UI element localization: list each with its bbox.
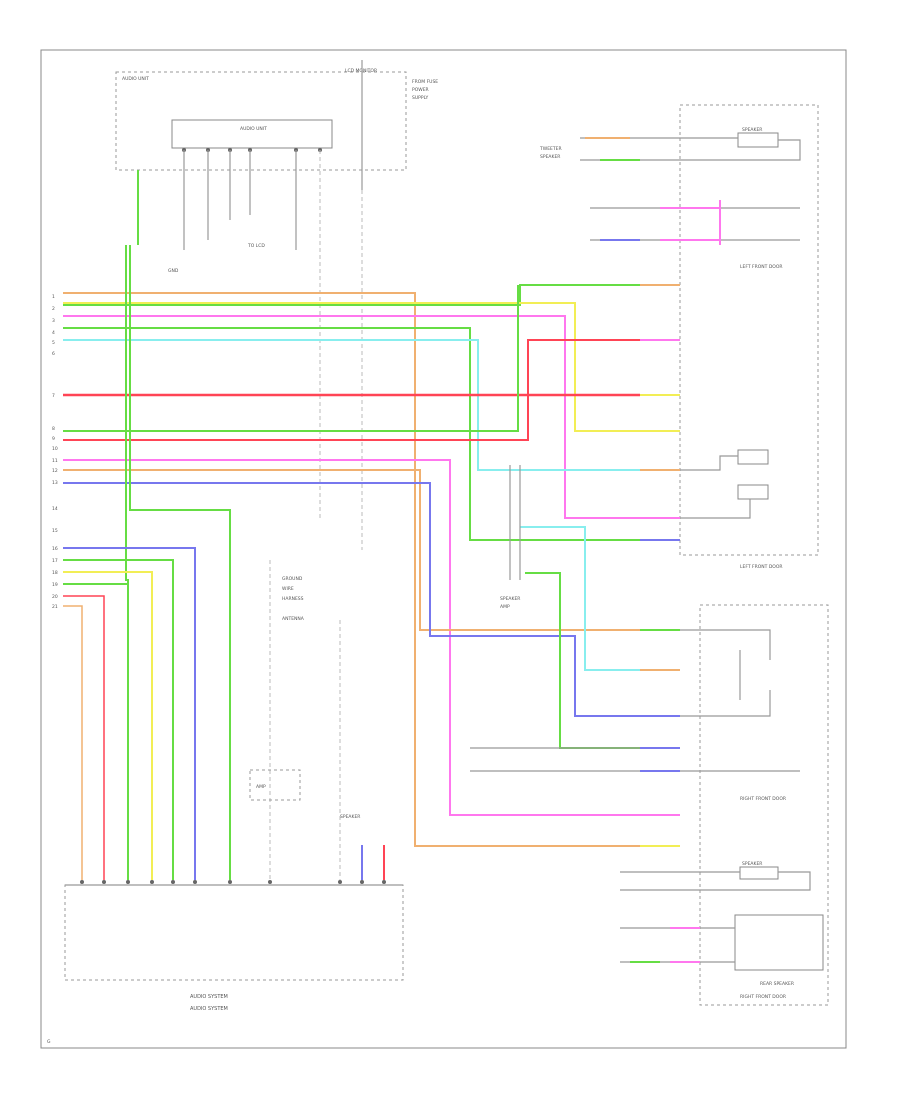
left-lower-note: SPEAKER: [340, 814, 360, 820]
svg-text:16: 16: [52, 546, 58, 552]
svg-text:12: 12: [52, 468, 58, 474]
bottom-left-code: G: [47, 1039, 51, 1045]
svg-text:15: 15: [52, 528, 58, 534]
svg-text:7: 7: [52, 393, 55, 399]
right-front-door-label: LEFT FRONT DOOR: [740, 564, 783, 570]
svg-text:10: 10: [52, 446, 58, 452]
bottom-center-label-2: AUDIO SYSTEM: [190, 1006, 228, 1012]
top-audio-unit: AUDIO UNIT AUDIO UNIT FROM FUSE POWER SU…: [115, 60, 438, 550]
comp-speaker-2: SPEAKER: [742, 861, 762, 867]
top-left-box-label: AUDIO UNIT: [122, 76, 149, 82]
svg-text:19: 19: [52, 582, 58, 588]
left-front-door-label: LEFT FRONT DOOR: [740, 264, 783, 270]
outer-frame: [40, 49, 847, 1049]
svg-text:13: 13: [52, 480, 58, 486]
svg-text:11: 11: [52, 458, 58, 464]
svg-text:TO LCD: TO LCD: [247, 243, 265, 249]
svg-text:20: 20: [52, 594, 58, 600]
center-note: GROUND: [282, 576, 303, 582]
top-center-box-label: LCD MONITOR: [345, 68, 377, 74]
svg-text:WIRE: WIRE: [282, 586, 294, 592]
svg-text:18: 18: [52, 570, 58, 576]
svg-text:2: 2: [52, 306, 55, 312]
svg-text:5: 5: [52, 340, 55, 346]
small-box-label: AMP: [256, 784, 266, 790]
svg-text:SUPPLY: SUPPLY: [412, 95, 428, 101]
svg-text:9: 9: [52, 436, 55, 442]
top-middle-note: SPEAKER: [500, 596, 520, 602]
svg-text:POWER: POWER: [412, 87, 429, 93]
svg-text:14: 14: [52, 506, 58, 512]
svg-text:6: 6: [52, 351, 55, 357]
svg-text:GND: GND: [168, 268, 179, 274]
svg-text:HARNESS: HARNESS: [282, 596, 304, 602]
svg-text:AMP: AMP: [500, 604, 510, 610]
top-mid-label: AUDIO UNIT: [240, 126, 267, 132]
bottom-right-label: RIGHT FRONT DOOR: [740, 994, 786, 1000]
svg-text:TWEETER: TWEETER: [539, 146, 562, 152]
comp-speaker-1: SPEAKER: [742, 127, 762, 133]
wire-bundle: [63, 170, 640, 880]
left-pin-labels: 1 2 3 4 5 6 7 8 9 10 11 12 13 14 15 16 1…: [52, 294, 58, 610]
svg-text:1: 1: [52, 294, 55, 300]
right-connector-stubs: [585, 137, 680, 847]
rear-speaker-label: REAR SPEAKER: [760, 981, 794, 987]
top-right-note: FROM FUSE: [412, 79, 438, 85]
bottom-center-label-1: AUDIO SYSTEM: [190, 994, 228, 1000]
svg-text:8: 8: [52, 426, 55, 432]
right-rear-door-label: RIGHT FRONT DOOR: [740, 796, 786, 802]
svg-text:21: 21: [52, 604, 58, 610]
svg-text:17: 17: [52, 558, 58, 564]
right-components: SPEAKER TWEETER SPEAKER LEFT FRONT DOOR …: [470, 104, 829, 1006]
lower-left-wires: [63, 547, 196, 880]
svg-text:4: 4: [52, 330, 55, 336]
svg-text:SPEAKER: SPEAKER: [540, 154, 560, 160]
center-note2: ANTENNA: [282, 616, 305, 622]
svg-text:3: 3: [52, 318, 55, 324]
center-components: AMP GROUND WIRE HARNESS ANTENNA SPEAKER …: [249, 465, 521, 880]
bottom-control-unit: AUDIO SYSTEM AUDIO SYSTEM G SPEAKER: [47, 814, 404, 1045]
